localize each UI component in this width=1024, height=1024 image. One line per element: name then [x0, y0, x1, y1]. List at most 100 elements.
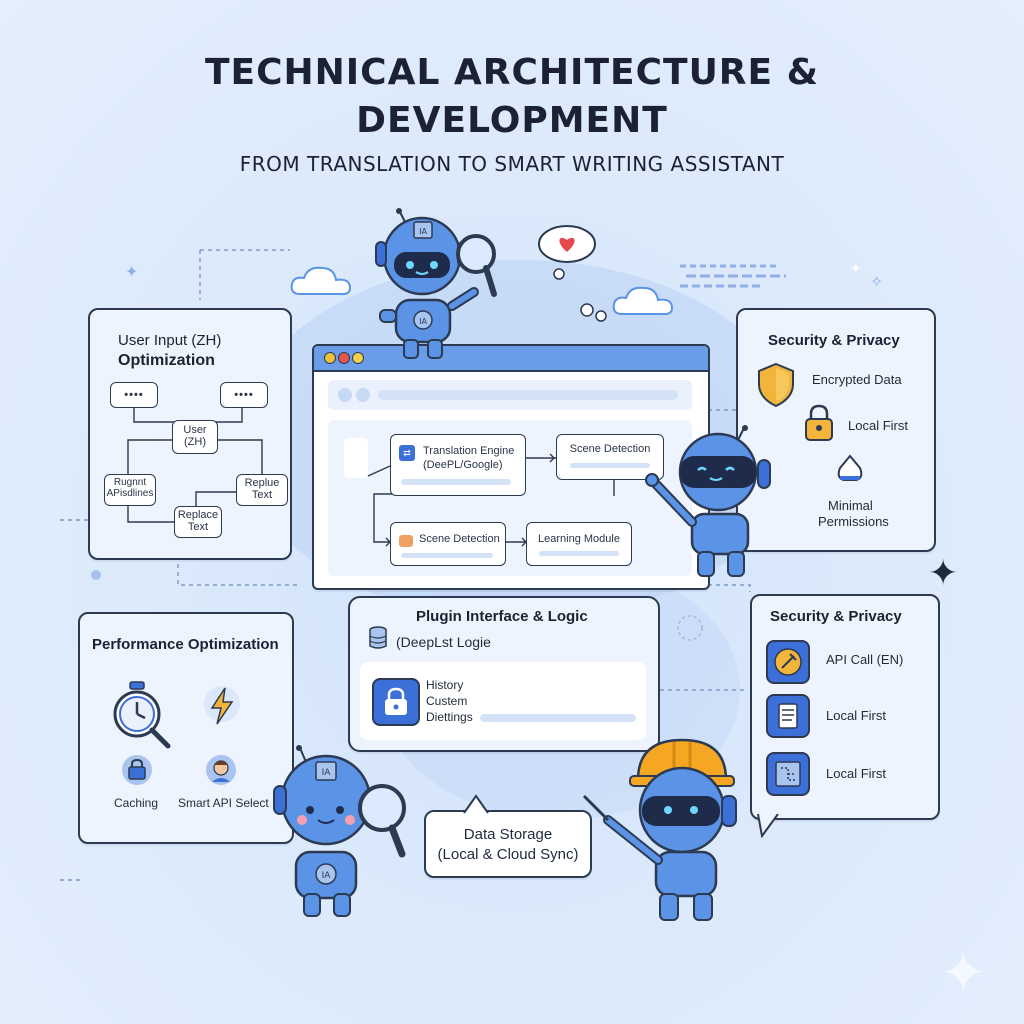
data-storage-bubble: Data Storage (Local & Cloud Sync) [424, 810, 592, 878]
suggest-node: Rugnnt APisdlines [104, 474, 156, 506]
user-node-label: User [183, 424, 207, 436]
security-top-item-local-first: Local First [848, 418, 908, 433]
data-storage-line2: (Local & Cloud Sync) [437, 846, 579, 863]
document-icon-tile [766, 694, 810, 738]
translation-engine-bar [401, 479, 511, 485]
translation-engine-icon: ⇄ [399, 445, 415, 461]
caching-lock-icon [122, 755, 152, 785]
plugin-logic-label: (DeepLst Logie [396, 634, 491, 650]
robot-top-badge: IA [419, 317, 427, 326]
translation-engine-sublabel: (DeePL/Google) [423, 459, 503, 471]
plugin-title: Plugin Interface & Logic [416, 608, 588, 625]
scene-detection-top-node: Scene Detection [556, 434, 664, 480]
lightning-icon [204, 686, 240, 725]
learning-module-label: Learning Module [538, 533, 620, 545]
robot-bottom-badge: IA [322, 871, 332, 881]
browser-flow-connectors [367, 453, 615, 547]
heart-bubble-icon [538, 225, 607, 322]
scene-detection-bottom-node: Scene Detection [390, 522, 506, 566]
plugin-interface-card: Plugin Interface & Logic (DeepLst Logie … [348, 596, 660, 752]
sparkle-icon: ✧ [870, 274, 884, 291]
plugin-item-history: History [426, 678, 464, 692]
scene-detection-icon [399, 535, 413, 547]
user-node: User (ZH) [172, 420, 218, 454]
robot-bottom-magnifier: IA IA [273, 745, 406, 917]
plugin-lock-button[interactable] [372, 678, 420, 726]
cloud-icon [290, 266, 352, 296]
sparkle-icon: ✦ [850, 260, 862, 276]
scene-detection-top-bar [570, 463, 650, 468]
robot-helmet-pointing [582, 738, 737, 921]
page-title-line2: DEVELOPMENT [356, 100, 668, 141]
network-icon [775, 761, 801, 787]
browser-titlebar [314, 346, 708, 372]
plugin-item-custom: Custem [426, 694, 468, 708]
security-top-title: Security & Privacy [768, 332, 900, 349]
storage-bubble-tail [463, 794, 489, 814]
performance-item-smart-api: Smart API Select [178, 796, 269, 810]
replace-right-sublabel: Text [251, 489, 273, 501]
scene-detection-bottom-bar [401, 553, 493, 558]
address-bar[interactable] [378, 390, 678, 400]
security-bottom-title: Security & Privacy [770, 608, 902, 625]
data-storage-line1: Data Storage [463, 826, 553, 843]
stopwatch-icon [113, 681, 171, 749]
security-top-item-encrypted: Encrypted Data [812, 372, 902, 387]
translation-engine-node: ⇄ Translation Engine (DeePL/Google) [390, 434, 526, 496]
smart-api-avatar-icon [206, 755, 236, 785]
suggest-node-label: Rugnnt [113, 477, 147, 488]
suggest-node-sublabel: APisdlines [106, 488, 154, 499]
scene-detection-bottom-label: Scene Detection [419, 533, 500, 545]
page-title-line1: TECHNICAL ARCHITECTURE & [204, 52, 820, 93]
plugin-lock-icon [385, 687, 407, 715]
replace-bottom-sublabel: Text [187, 521, 209, 533]
scene-detection-top-label: Scene Detection [569, 443, 651, 455]
learning-module-node: Learning Module [526, 522, 632, 566]
network-icon-tile [766, 752, 810, 796]
performance-item-caching: Caching [114, 796, 159, 810]
security-privacy-bottom-card: Security & Privacy API Call (EN) Local F… [750, 594, 940, 838]
page-subtitle: FROM TRANSLATION TO SMART WRITING ASSIST… [239, 152, 785, 176]
document-icon [778, 703, 798, 729]
dots-node-left: •••• [110, 382, 158, 408]
cloud-icon [612, 286, 674, 316]
permissions-icon [837, 454, 863, 481]
user-input-title-line2: Optimization [118, 352, 215, 369]
replace-right-node: Replue Text [236, 474, 288, 506]
robot-right-pointing [645, 425, 771, 577]
api-call-icon [774, 648, 802, 676]
robot-top-magnifier: IA IA [375, 208, 497, 359]
sidebar-placeholder [344, 438, 368, 478]
plugin-progress-bar [480, 714, 636, 722]
security-privacy-top-card: Security & Privacy Encrypted Data Local … [736, 308, 936, 552]
robot-bottom-chip-label: IA [322, 768, 332, 778]
security-bottom-item-local-first-2: Local First [826, 766, 886, 781]
user-input-card: User Input (ZH) Optimization •••• •••• U… [88, 308, 292, 560]
replace-bottom-label: Replace [177, 509, 219, 521]
robot-top-chip-label: IA [419, 227, 427, 236]
learning-module-bar [539, 551, 619, 556]
plugin-item-settings: Diettings [426, 710, 473, 724]
decorative-lines [680, 264, 786, 288]
toolbar-button[interactable] [338, 388, 352, 402]
security-bottom-item-local-first-1: Local First [826, 708, 886, 723]
api-call-icon-tile [766, 640, 810, 684]
toolbar-button[interactable] [356, 388, 370, 402]
security-top-item-permissions: Permissions [818, 514, 889, 529]
star-icon: ✦ [928, 552, 959, 593]
sparkle-icon: ✦ [125, 264, 139, 281]
replace-bottom-node: Replace Text [174, 506, 222, 538]
window-minimize-dot[interactable] [338, 352, 350, 364]
database-icon [369, 626, 387, 649]
window-close-dot[interactable] [324, 352, 336, 364]
window-maximize-dot[interactable] [352, 352, 364, 364]
lock-icon [805, 404, 833, 441]
user-node-sublabel: (ZH) [184, 436, 206, 448]
user-input-title-line1: User Input (ZH) [118, 332, 222, 349]
dots-node-right: •••• [220, 382, 268, 408]
security-bottom-item-api: API Call (EN) [826, 652, 904, 667]
sparkle-icon: ✦ [940, 941, 987, 1004]
performance-card: Performance Optimization Caching Smart A… [78, 612, 294, 844]
replace-right-label: Replue [244, 477, 280, 489]
